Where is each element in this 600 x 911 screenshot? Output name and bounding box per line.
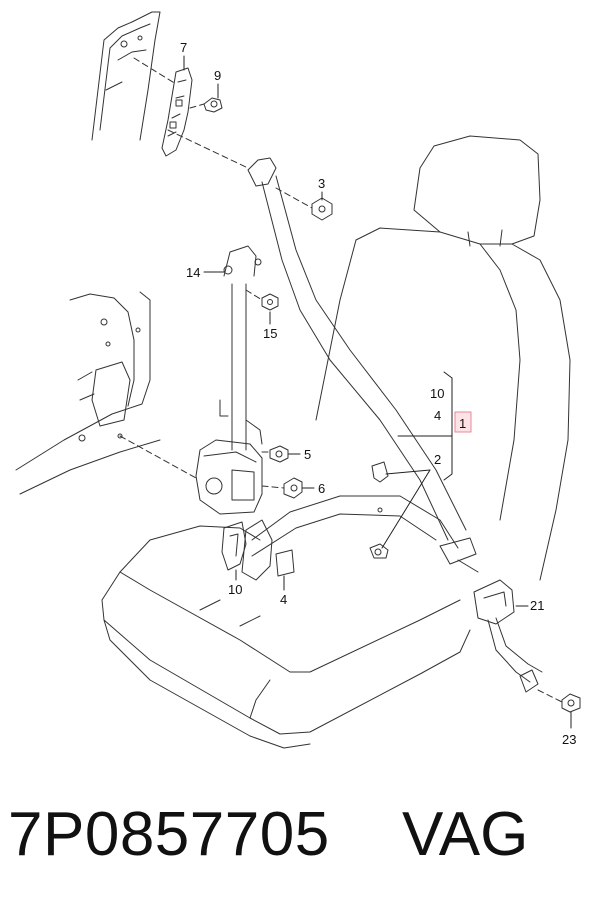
callout-14: 14: [186, 265, 200, 280]
bolt-23: [561, 693, 581, 713]
callout-1-highlight: [454, 411, 472, 433]
bolt-15: [261, 293, 279, 311]
callout-3: 3: [318, 176, 325, 191]
callout-5: 5: [304, 447, 311, 462]
seat-cushion: [101, 525, 471, 749]
leader-lines: [183, 55, 572, 729]
assembly-lines: [119, 57, 563, 703]
callout-21: 21: [530, 598, 544, 613]
seat-belt-buckle-21: [473, 579, 543, 693]
seat-backrest: [315, 135, 571, 581]
callout-15: 15: [263, 326, 277, 341]
callout-1: 1: [459, 416, 466, 431]
seat-belt-exploded-diagram: 7 9 3 14 15 5 6 10 4 1 2 10 4 21 23: [15, 11, 581, 749]
bolt-6: [283, 477, 303, 499]
callout-10-lower: 10: [228, 582, 242, 597]
callout-6: 6: [318, 481, 325, 496]
bolt-5: [269, 445, 289, 463]
callout-23: 23: [562, 732, 576, 747]
callout-4-upper: 4: [434, 408, 441, 423]
brand-name: VAG: [402, 800, 529, 869]
clip-2: [369, 461, 389, 559]
label-4: [275, 549, 295, 577]
bolt-3: [311, 197, 333, 221]
bolt-14-clip: [223, 258, 262, 275]
callout-7: 7: [180, 40, 187, 55]
callout-4-lower: 4: [280, 592, 287, 607]
belt-webbing: [241, 157, 479, 581]
callout-2: 2: [434, 452, 441, 467]
upper-height-adjuster: [161, 67, 193, 157]
callout-10-upper: 10: [430, 386, 444, 401]
lower-pillar-panel: [15, 291, 161, 495]
upper-pillar-panel: [91, 11, 161, 141]
belt-retractor: [195, 245, 263, 515]
bolt-9: [203, 97, 223, 113]
footer: 7P0857705 VAG: [0, 790, 600, 900]
part-number: 7P0857705: [8, 800, 330, 869]
trim-cover-10: [221, 521, 247, 571]
callouts: 7 9 3 14 15 5 6 10 4 1 2 10 4 21 23: [180, 40, 576, 747]
callout-9: 9: [214, 68, 221, 83]
